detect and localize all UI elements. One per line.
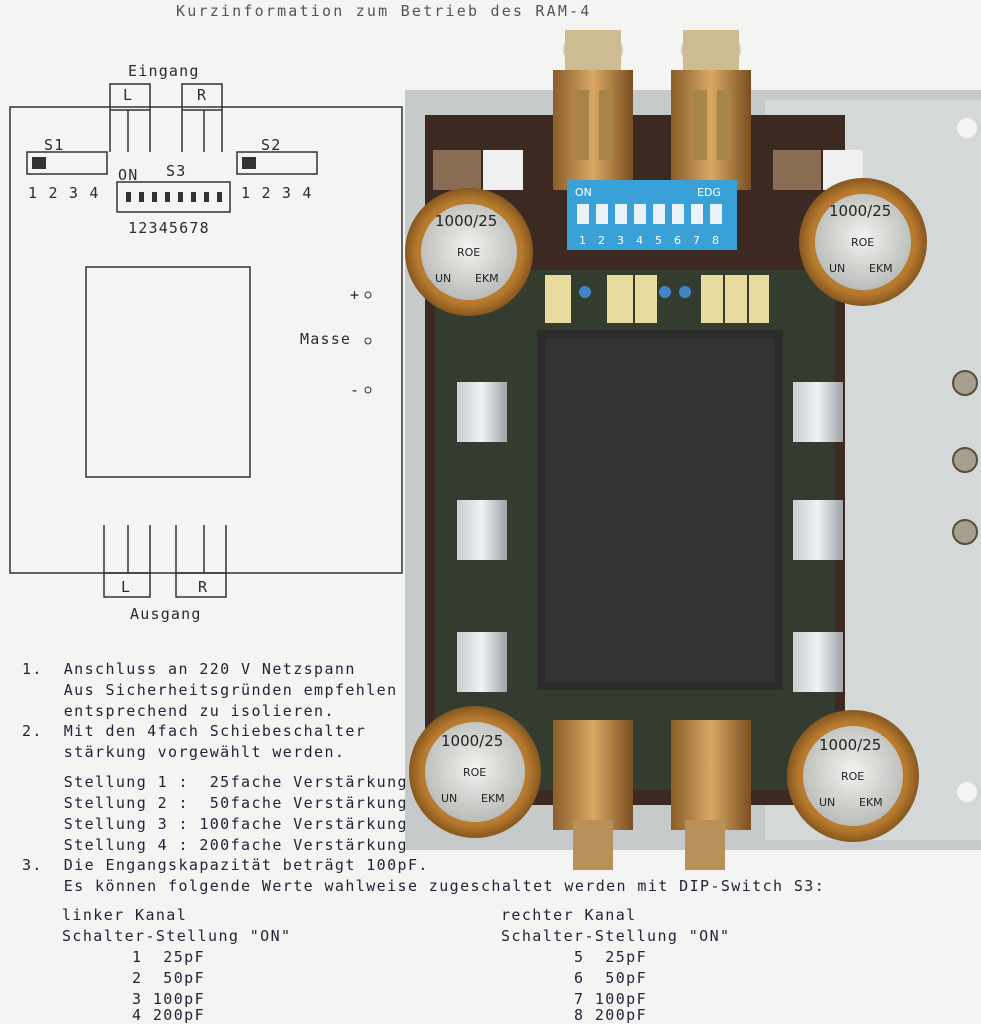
electrolytic-capacitor: 1000/25 ROE UN EKM [799,178,927,306]
instruction-line: entsprechend zu isolieren. [22,702,335,720]
rca-input-left [553,30,633,190]
right-channel-row: 8 200pF [574,1006,648,1024]
s3-on-label: ON [118,166,139,184]
left-channel-title: linker Kanal [62,906,188,924]
cap-type-label: EKM [869,262,893,275]
electrolytic-capacitor: 1000/25 ROE UN EKM [787,710,919,842]
dip-number: 2 [598,234,605,247]
cap-value-label: 1000/25 [441,732,503,750]
instruction-line: 2. Mit den 4fach Schiebeschalter [22,722,367,740]
left-channel-subtitle: Schalter-Stellung "ON" [62,927,292,945]
s1-positions: 1 2 3 4 [28,184,100,202]
s2-label: S2 [261,136,282,154]
dip-number: 5 [655,234,662,247]
cap-type-label: UN [829,262,845,275]
right-channel-row: 7 100pF [574,990,648,1008]
cap-value-label: 1000/25 [829,202,891,220]
instruction-line: 3. Die Engangskapazität beträgt 100pF. [22,856,429,874]
left-channel-row: 1 25pF [132,948,206,966]
gain-setting-line: Stellung 1 : 25fache Verstärkung [22,773,408,791]
output-label: Ausgang [130,605,202,623]
s3-positions: 12345678 [128,219,210,237]
connection-schematic [9,83,403,598]
cap-brand-label: ROE [851,236,874,249]
input-right-label: R [197,86,208,104]
plus-terminal-label: + [350,286,361,304]
cap-brand-label: ROE [841,770,864,783]
s2-positions: 1 2 3 4 [241,184,313,202]
instruction-line: Es können folgende Werte wahlweise zuges… [22,877,826,895]
output-left-label: L [121,578,132,596]
cap-value-label: 1000/25 [819,736,881,754]
dip-number: 8 [712,234,719,247]
electrolytic-capacitor: 1000/25 ROE UN EKM [405,188,533,316]
gain-setting-line: Stellung 4 : 200fache Verstärkung = 4 [22,836,450,854]
right-channel-row: 6 50pF [574,969,648,987]
dip-number: 7 [693,234,700,247]
document-title: Kurzinformation zum Betrieb des RAM-4 [176,2,592,20]
dip-number: 3 [617,234,624,247]
cap-type-label: UN [441,792,457,805]
circuit-board: ON EDG 1 2 3 4 5 6 7 8 [405,30,981,870]
dip-edg-label: EDG [697,186,721,199]
right-channel-title: rechter Kanal [501,906,637,924]
dip-number: 6 [674,234,681,247]
input-left-label: L [123,86,134,104]
cap-value-label: 1000/25 [435,212,497,230]
cap-type-label: EKM [475,272,499,285]
s1-label: S1 [44,136,65,154]
dip-number: 4 [636,234,643,247]
heatsink [457,382,843,692]
output-right-label: R [198,578,209,596]
dip-number: 1 [579,234,586,247]
cap-brand-label: ROE [457,246,480,259]
rca-input-right [671,30,751,190]
right-channel-subtitle: Schalter-Stellung "ON" [501,927,731,945]
instruction-line: Aus Sicherheitsgründen empfehlen w [22,681,419,699]
right-channel-row: 5 25pF [574,948,648,966]
instruction-line: 1. Anschluss an 220 V Netzspann [22,660,356,678]
s3-label: S3 [166,162,187,180]
cap-type-label: EKM [859,796,883,809]
cap-type-label: EKM [481,792,505,805]
ground-terminal-label: Masse [300,330,352,348]
electrolytic-capacitor: 1000/25 ROE UN EKM [409,706,541,838]
gain-setting-line: Stellung 2 : 50fache Verstärkung [22,794,408,812]
rca-output-right [671,720,751,870]
dip-on-label: ON [575,186,592,199]
gain-setting-line: Stellung 3 : 100fache Verstärkung [22,815,408,833]
instruction-line: stärkung vorgewählt werden. [22,743,346,761]
input-label: Eingang [128,62,200,80]
cap-brand-label: ROE [463,766,486,779]
left-channel-row: 3 100pF [132,990,206,1008]
left-channel-row: 4 200pF [132,1006,206,1024]
minus-terminal-label: - [350,381,361,399]
dip-switch-s3: ON EDG 1 2 3 4 5 6 7 8 [567,180,737,250]
left-channel-row: 2 50pF [132,969,206,987]
rca-output-left [553,720,633,870]
cap-type-label: UN [435,272,451,285]
cap-type-label: UN [819,796,835,809]
